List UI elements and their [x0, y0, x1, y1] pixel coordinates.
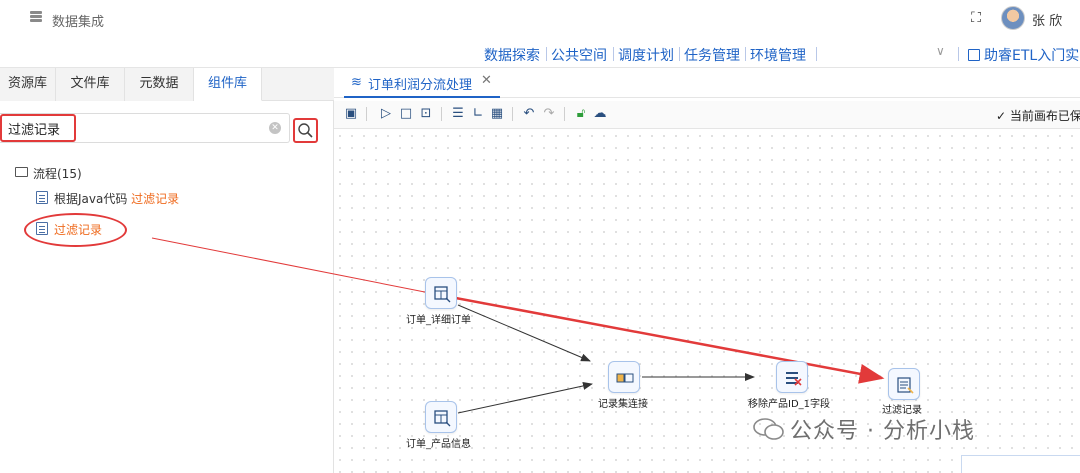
flow-icon: ≋	[351, 75, 362, 90]
saved-status-text: 当前画布已保	[1009, 109, 1080, 123]
help-link-label: 助睿ETL入门实	[984, 48, 1080, 64]
component-icon	[36, 191, 48, 204]
toolbar-separator	[366, 107, 367, 121]
toolbar-separator	[512, 107, 513, 121]
app-title: 数据集成	[52, 15, 105, 30]
editor-tab-bar	[334, 68, 1080, 98]
node-record-join[interactable]	[608, 361, 640, 393]
save-icon[interactable]: ▣	[344, 106, 358, 121]
nav-separator	[816, 47, 817, 61]
node-label: 移除产品ID_1字段	[748, 399, 831, 410]
search-box	[0, 113, 290, 143]
chart-icon[interactable]: ∟	[472, 106, 484, 121]
search-icon	[298, 123, 313, 138]
database-icon	[30, 11, 42, 25]
nav-separator	[745, 47, 746, 61]
node-filter-records[interactable]	[888, 368, 920, 400]
node-label: 记录集连接	[598, 399, 648, 410]
node-label: 订单_产品信息	[406, 439, 471, 450]
stop-icon[interactable]: □	[399, 106, 413, 121]
filter-records-icon	[897, 377, 914, 394]
username[interactable]: 张 欣	[1032, 14, 1063, 29]
book-icon	[968, 49, 980, 61]
watermark: 公众号 · 分析小栈	[790, 419, 975, 444]
tab-metadata[interactable]: 元数据	[125, 68, 194, 101]
corner-panel	[961, 455, 1080, 473]
saved-status: ✓ 当前画布已保	[996, 107, 1080, 124]
tab-order-profit-flow[interactable]	[344, 68, 500, 98]
debug-icon[interactable]: ⊡	[420, 106, 432, 121]
search-highlight-box	[0, 114, 76, 142]
canvas-toolbar	[334, 101, 1080, 129]
tree-item-highlight: 过滤记录	[131, 192, 180, 206]
search-button[interactable]	[293, 118, 318, 143]
tab-component-library[interactable]: 组件库	[194, 68, 262, 101]
node-product-info[interactable]	[425, 401, 457, 433]
node-label: 过滤记录	[882, 405, 922, 416]
tree-item-java-filter[interactable]: 根据Java代码 过滤记录	[54, 190, 179, 207]
check-circle-icon: ✓	[996, 109, 1007, 123]
nav-item-env-manage[interactable]: 环境管理	[750, 48, 806, 64]
nav-bar	[0, 40, 1080, 68]
avatar[interactable]	[1001, 6, 1025, 30]
editor-tab-label[interactable]: 订单利润分流处理	[368, 78, 473, 93]
search-input[interactable]	[8, 118, 258, 138]
nav-separator	[613, 47, 614, 61]
nav-item-task-manage[interactable]: 任务管理	[684, 48, 740, 64]
nav-item-data-explore[interactable]: 数据探索	[484, 48, 540, 64]
wechat-logo	[753, 418, 784, 440]
join-icon	[616, 373, 634, 383]
close-icon[interactable]: ✕	[481, 73, 492, 88]
help-link[interactable]: 助睿ETL入门实	[968, 45, 1079, 65]
node-order-detail[interactable]	[425, 277, 457, 309]
tab-file-library[interactable]: 文件库	[56, 68, 125, 101]
table-input-icon	[434, 410, 451, 427]
top-bar	[0, 0, 1080, 40]
nav-item-public-space[interactable]: 公共空间	[551, 48, 607, 64]
fullscreen-icon[interactable]: ⛶	[971, 10, 981, 26]
nav-separator	[546, 47, 547, 61]
tree-folder-flow[interactable]: 流程(15)	[33, 167, 82, 181]
chevron-down-icon[interactable]: ∨	[936, 44, 945, 58]
undo-icon[interactable]: ↶	[523, 106, 535, 121]
unlock-icon[interactable]: 🔓︎	[576, 106, 586, 121]
folder-icon	[15, 167, 28, 177]
tab-resource-library[interactable]: 资源库	[0, 68, 56, 101]
table-input-icon	[434, 286, 451, 303]
redo-icon[interactable]: ↷	[543, 106, 555, 121]
annotation-ellipse	[24, 213, 127, 247]
table-icon[interactable]: ▦	[490, 106, 504, 121]
node-label: 订单_详细订单	[406, 315, 471, 326]
nav-separator	[958, 47, 959, 61]
layout-icon[interactable]: ☰	[452, 106, 464, 121]
upload-cloud-icon[interactable]: ☁	[593, 106, 607, 121]
toolbar-separator	[441, 107, 442, 121]
clear-icon[interactable]: ✕	[269, 122, 281, 134]
remove-field-icon	[786, 372, 802, 386]
nav-separator	[679, 47, 680, 61]
nav-item-schedule[interactable]: 调度计划	[618, 48, 674, 64]
toolbar-separator	[564, 107, 565, 121]
tree-item-prefix: 根据Java代码	[54, 192, 132, 206]
run-icon[interactable]: ▷	[381, 106, 391, 121]
node-remove-field[interactable]	[776, 361, 808, 393]
